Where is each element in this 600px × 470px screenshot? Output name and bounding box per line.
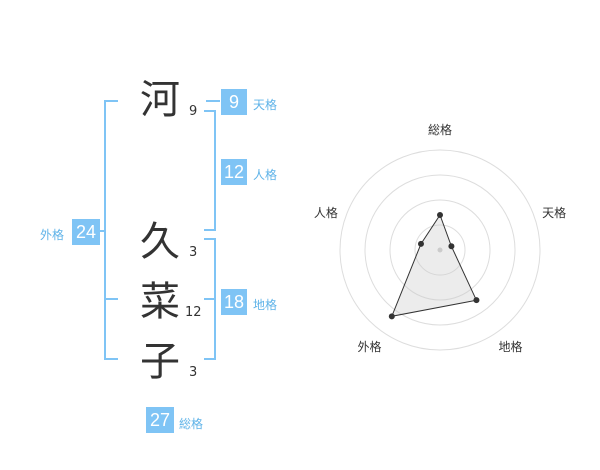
- stroke-count-2: 3: [189, 245, 198, 260]
- radar-point-5: [417, 240, 424, 247]
- chikaku-bracket-mid: [204, 298, 216, 300]
- gaikaku-bracket-mid: [104, 298, 118, 300]
- chikaku-value: 18: [221, 289, 247, 315]
- name-char-1: 河: [140, 77, 180, 123]
- tenkaku-value: 9: [221, 89, 247, 115]
- stroke-count-1: 9: [189, 104, 198, 119]
- radar-axis-label-5: 人格: [314, 205, 338, 220]
- radar-axis-label-3: 地格: [499, 339, 523, 354]
- radar-ring-2: [389, 199, 491, 301]
- stroke-count-3: 12: [185, 305, 202, 320]
- jinkaku-label: 人格: [253, 168, 278, 182]
- radar-axis-label-2: 天格: [542, 205, 566, 220]
- jinkaku-bracket-vertical: [214, 110, 216, 230]
- chikaku-bracket-top: [204, 238, 216, 240]
- radar-rings: [339, 149, 541, 351]
- radar-point-3: [473, 297, 480, 304]
- gaikaku-bracket-top: [104, 100, 118, 102]
- tenkaku-connector: [206, 100, 220, 102]
- radar-point-2: [448, 243, 455, 250]
- jinkaku-value: 12: [221, 159, 247, 185]
- chikaku-label: 地格: [253, 298, 278, 312]
- soukaku-value: 27: [146, 407, 174, 433]
- radar-axis-label-1: 総格: [428, 122, 452, 137]
- tenkaku-label: 天格: [253, 98, 278, 112]
- radar-ring-1: [414, 224, 466, 276]
- radar-ring-4: [339, 149, 541, 351]
- gaikaku-bracket-bottom: [104, 358, 118, 360]
- name-char-3: 菜: [140, 279, 180, 325]
- name-char-4: 子: [140, 339, 180, 385]
- name-char-2: 久: [140, 219, 180, 265]
- jinkaku-bracket-top: [204, 110, 216, 112]
- gaikaku-bracket-connector: [98, 230, 106, 232]
- gaikaku-value: 24: [72, 219, 100, 245]
- chikaku-bracket-bottom: [204, 358, 216, 360]
- stroke-count-4: 3: [189, 365, 198, 380]
- radar-point-1: [437, 212, 443, 218]
- radar-area: [390, 213, 478, 317]
- radar-ring-3: [364, 174, 516, 326]
- radar-center: [437, 247, 443, 253]
- gaikaku-label: 外格: [40, 228, 65, 242]
- jinkaku-bracket-bottom: [204, 229, 216, 231]
- soukaku-label: 総格: [179, 417, 204, 431]
- radar-axis-label-4: 外格: [357, 339, 381, 354]
- radar-points: [388, 212, 480, 320]
- radar-point-4: [388, 313, 395, 320]
